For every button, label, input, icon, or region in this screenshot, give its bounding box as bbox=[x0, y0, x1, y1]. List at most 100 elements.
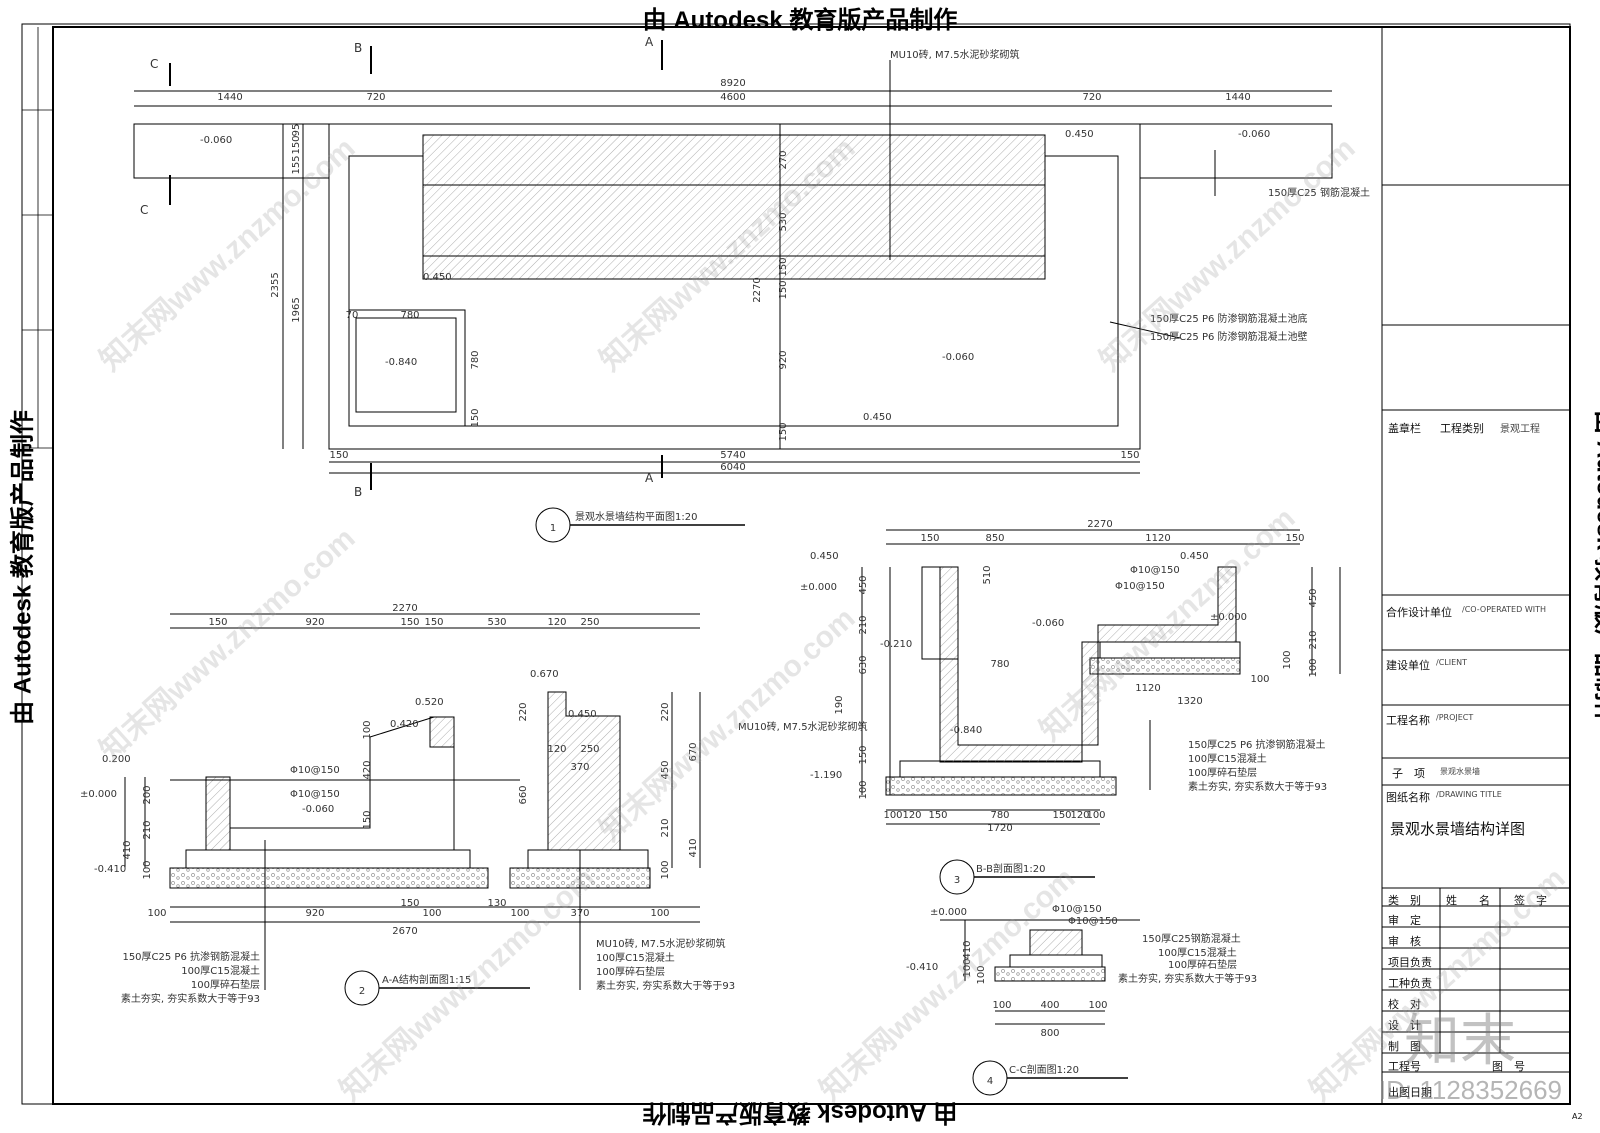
tb-subitem-value: 景观水景墙 bbox=[1440, 766, 1480, 777]
bb-level-3: -0.840 bbox=[950, 725, 982, 736]
cc-beam bbox=[1030, 930, 1082, 955]
plan-dim-bottom-total: 6040 bbox=[720, 462, 745, 473]
aa-level-1: ±0.000 bbox=[80, 789, 117, 800]
cc-title-group: 4 C-C剖面图1:20 bbox=[973, 1061, 1128, 1095]
aa-rebar-0: Φ10@150 bbox=[290, 765, 340, 776]
aa-dim-vl-0: 200 bbox=[142, 785, 153, 804]
aa-note-l-3: 素土夯实, 夯实系数大于等于93 bbox=[121, 992, 260, 1005]
bb-dim-bottom-4: 150 bbox=[1052, 810, 1071, 821]
aa-dim-bottom-0: 100 bbox=[147, 908, 166, 919]
cc-note-2: 100厚碎石垫层 bbox=[1168, 958, 1237, 971]
bb-title-number: 3 bbox=[954, 875, 960, 886]
bb-gravel bbox=[886, 777, 1116, 795]
aa-title-number: 2 bbox=[359, 986, 365, 997]
aa-dim-top-2: 150 bbox=[400, 617, 419, 628]
aa-wall-dim-3: 220 bbox=[518, 702, 529, 721]
left-strip bbox=[22, 27, 53, 448]
aa-dim-bottom-1: 920 bbox=[305, 908, 324, 919]
plan-level-3: 0.450 bbox=[423, 272, 452, 283]
tb-role-1: 审 核 bbox=[1388, 933, 1421, 949]
aa-note-l-2: 100厚碎石垫层 bbox=[191, 978, 260, 991]
aa-dim-bottom-2: 150 bbox=[400, 898, 419, 909]
aa-level-6: 0.670 bbox=[530, 669, 559, 680]
aa-note-l-0: 150厚C25 P6 抗渗钢筋混凝土 bbox=[122, 950, 260, 963]
tb-subitem-label: 子 项 bbox=[1392, 765, 1425, 781]
aa-pier-top bbox=[430, 717, 454, 747]
aa-level-5: -0.060 bbox=[302, 804, 334, 815]
bb-dim-top-1: 850 bbox=[985, 533, 1004, 544]
plan-level-4: -0.840 bbox=[385, 357, 417, 368]
bb-dim-top-total: 2270 bbox=[1087, 519, 1112, 530]
aa-footing bbox=[186, 850, 470, 868]
plan-dim-bottom-0: 150 bbox=[329, 450, 348, 461]
bb-dim-vl-0: 450 bbox=[858, 575, 869, 594]
plan-pit-dim-2: 70 bbox=[346, 310, 359, 321]
plan-dim-v-3: 150 bbox=[291, 135, 302, 154]
bb-level-1: ±0.000 bbox=[800, 582, 837, 593]
aa-dim-vl-3: 100 bbox=[142, 860, 153, 879]
aa-dim-bottom-4: 130 bbox=[487, 898, 506, 909]
cc-title: C-C剖面图1:20 bbox=[1009, 1063, 1079, 1076]
aa-wall-dim-7: 370 bbox=[570, 762, 589, 773]
bb-dim-vr-0: 450 bbox=[1308, 588, 1319, 607]
cc-dim-bottom-2: 100 bbox=[1088, 1000, 1107, 1011]
tb-role-0: 审 定 bbox=[1388, 912, 1421, 928]
bb-inner-dim-1: 780 bbox=[990, 659, 1009, 670]
aa-wall-dim-0: 100 bbox=[362, 720, 373, 739]
bb-dim-bottom-6: 100 bbox=[1086, 810, 1105, 821]
plan-dim-bottom-2: 150 bbox=[1120, 450, 1139, 461]
aa-dim-top-3: 150 bbox=[424, 617, 443, 628]
plan-dim-total: 8920 bbox=[720, 78, 745, 89]
bb-dim-vr-1: 210 bbox=[1308, 630, 1319, 649]
aa-dim-bottom-7: 100 bbox=[650, 908, 669, 919]
aa-dim-vr-0: 220 bbox=[660, 702, 671, 721]
tb-drawing-title: 景观水景墙结构详图 bbox=[1390, 818, 1525, 839]
plan-dim-mid-6: 150 bbox=[778, 422, 789, 441]
bb-dim-bottom-2: 150 bbox=[928, 810, 947, 821]
plan-dim-top-1: 720 bbox=[366, 92, 385, 103]
bb-rebar-0: Φ10@150 bbox=[1130, 565, 1180, 576]
bb-inner-dim-4: 100 bbox=[1250, 674, 1269, 685]
plan-dim-v-4: 95 bbox=[291, 124, 302, 137]
plan-dim-top-2: 4600 bbox=[720, 92, 745, 103]
plan-note-0: MU10砖, M7.5水泥砂浆砌筑 bbox=[890, 48, 1020, 61]
plan-dim-mid-2: 150 bbox=[778, 257, 789, 276]
bb-dim-vl-2: 630 bbox=[858, 655, 869, 674]
bb-dim-vr-3: 100 bbox=[1308, 658, 1319, 677]
aa-gravel bbox=[170, 868, 488, 888]
aa-note-l-1: 100厚C15混凝土 bbox=[181, 964, 260, 977]
tb-drawing-label: 图纸名称 bbox=[1386, 789, 1430, 805]
cc-note-0: 150厚C25钢筋混凝土 bbox=[1142, 932, 1241, 945]
bb-note-2: 100厚C15混凝土 bbox=[1188, 752, 1267, 765]
aa-wall-dim-4: 660 bbox=[518, 785, 529, 804]
aa-dim-vr-5: 100 bbox=[660, 860, 671, 879]
plan-pit-dim-3: 150 bbox=[470, 408, 481, 427]
bb-dim-bottom-total: 1720 bbox=[987, 823, 1012, 834]
cc-gravel bbox=[995, 967, 1105, 981]
bb-level-7: ±0.000 bbox=[1210, 612, 1247, 623]
plan-sec-3: A bbox=[645, 471, 654, 485]
aa-dim-top-5: 120 bbox=[547, 617, 566, 628]
bb-dim-top-2: 1120 bbox=[1145, 533, 1170, 544]
aa-dim-vr-4: 410 bbox=[688, 838, 699, 857]
plan-level-0: -0.060 bbox=[200, 135, 232, 146]
tb-sheet-size: A2 bbox=[1572, 1112, 1583, 1121]
bb-dim-vr-2: 100 bbox=[1282, 650, 1293, 669]
bb-dim-top-0: 150 bbox=[920, 533, 939, 544]
plan-level-6: 0.450 bbox=[863, 412, 892, 423]
bb-dim-vl-3: 190 bbox=[834, 695, 845, 714]
plan-level-1: 0.450 bbox=[1065, 129, 1094, 140]
tb-project-en: /PROJECT bbox=[1436, 713, 1473, 722]
plan-dim-v-1: 1965 bbox=[291, 297, 302, 322]
plan-title-number: 1 bbox=[550, 523, 556, 534]
aa-footing-right bbox=[528, 850, 648, 868]
bb-rebar-1: Φ10@150 bbox=[1115, 581, 1165, 592]
cc-dim-bottom-0: 100 bbox=[992, 1000, 1011, 1011]
cc-note-1: 100厚C15混凝土 bbox=[1158, 946, 1237, 959]
aa-dim-top-total: 2270 bbox=[392, 603, 417, 614]
aa-level-2: -0.410 bbox=[94, 864, 126, 875]
aa-note-r-3: 素土夯实, 夯实系数大于等于93 bbox=[596, 979, 735, 992]
plan-title-group: 1 景观水景墙结构平面图1:20 bbox=[536, 508, 745, 542]
plan-dim-bottom-1: 5740 bbox=[720, 450, 745, 461]
cc-note-3: 素土夯实, 夯实系数大于等于93 bbox=[1118, 972, 1257, 985]
